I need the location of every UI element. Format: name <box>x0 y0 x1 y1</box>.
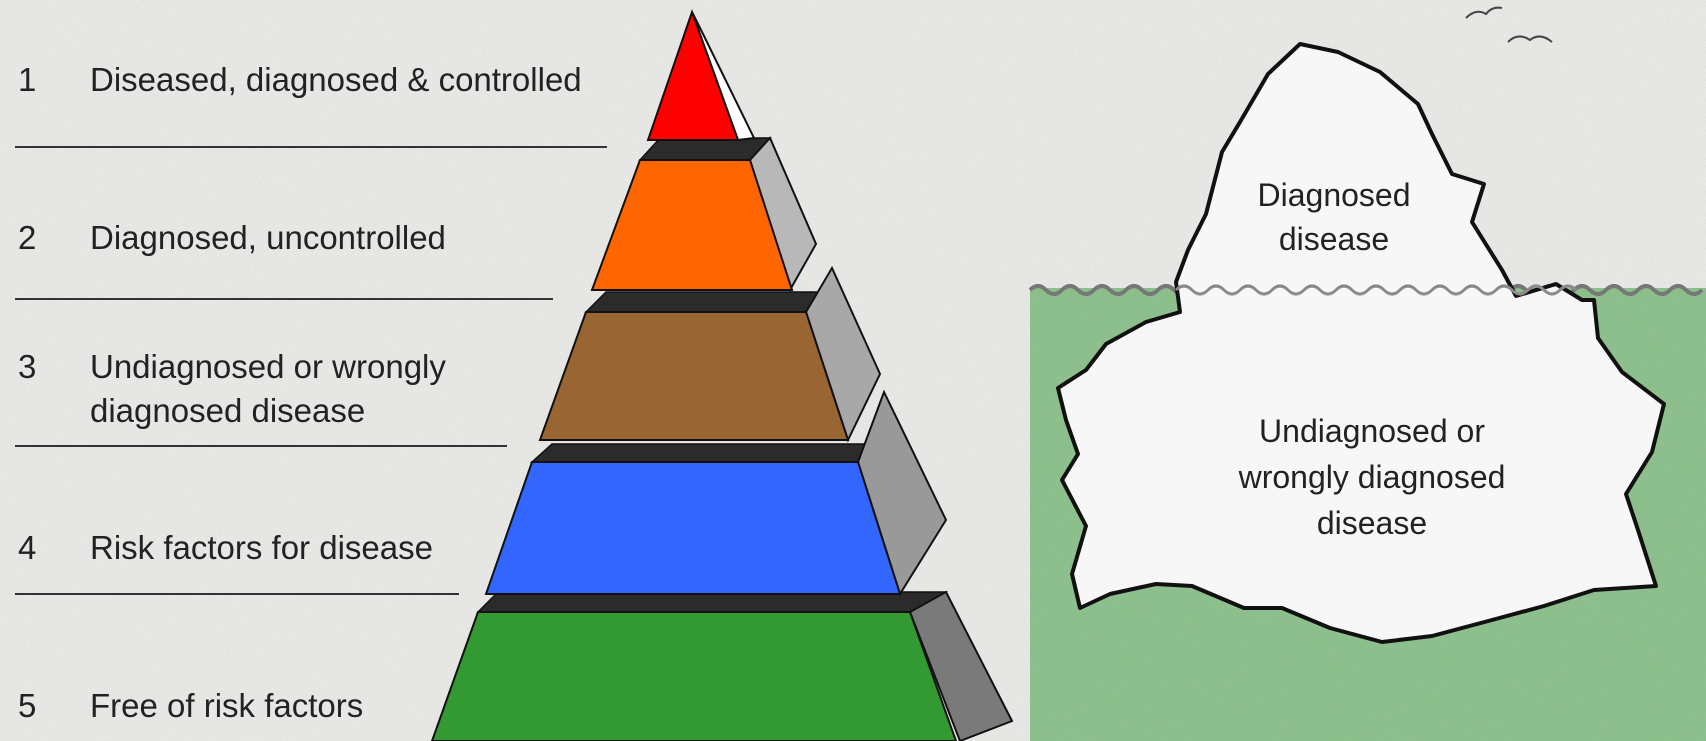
level-divider-4 <box>15 593 459 595</box>
level-2-text: Diagnosed, uncontrolled <box>90 219 446 256</box>
pyramid-tier-2-face <box>590 159 794 291</box>
level-divider-2 <box>15 298 553 300</box>
iceberg-shape <box>1056 42 1666 644</box>
pyramid-tier-2-top-edge <box>638 137 772 161</box>
bird-icon-2 <box>1507 35 1553 43</box>
level-3-text-line-2: diagnosed disease <box>90 392 366 429</box>
level-4-text: Risk factors for disease <box>90 529 433 566</box>
health-pyramid <box>430 8 1014 741</box>
level-2-number: 2 <box>18 219 37 256</box>
level-5-number: 5 <box>18 687 37 724</box>
iceberg-illustration: Diagnosed disease Undiagnosed or wrongly… <box>1028 6 1706 741</box>
pyramid-tier-3-top-edge <box>584 291 835 313</box>
below-water-label-line-3: disease <box>1317 505 1427 541</box>
pyramid-tier-1-face <box>646 8 740 141</box>
below-water-label-line-2: wrongly diagnosed <box>1238 459 1506 495</box>
level-1-text: Diseased, diagnosed & controlled <box>90 61 582 98</box>
pyramid-tier-4-top-edge <box>530 443 887 463</box>
level-1-number: 1 <box>18 61 37 98</box>
level-divider-3 <box>15 445 507 447</box>
pyramid-tier-3-face <box>538 311 850 441</box>
above-water-label-line-1: Diagnosed <box>1258 177 1411 213</box>
pyramid-tier-4-face <box>484 461 902 595</box>
bird-icon <box>1465 6 1503 19</box>
ice-waterline <box>1174 284 1578 296</box>
pyramid-tier-5-face <box>430 611 958 741</box>
level-5-text: Free of risk factors <box>90 687 364 724</box>
level-divider-1 <box>15 146 607 148</box>
level-4-number: 4 <box>18 529 37 566</box>
level-3-number: 3 <box>18 348 37 385</box>
pyramid-tier-5-side <box>908 590 1014 741</box>
level-3-text-line-1: Undiagnosed or wrongly <box>90 348 446 385</box>
below-water-label-line-1: Undiagnosed or <box>1259 413 1485 449</box>
above-water-label-line-2: disease <box>1279 221 1389 257</box>
